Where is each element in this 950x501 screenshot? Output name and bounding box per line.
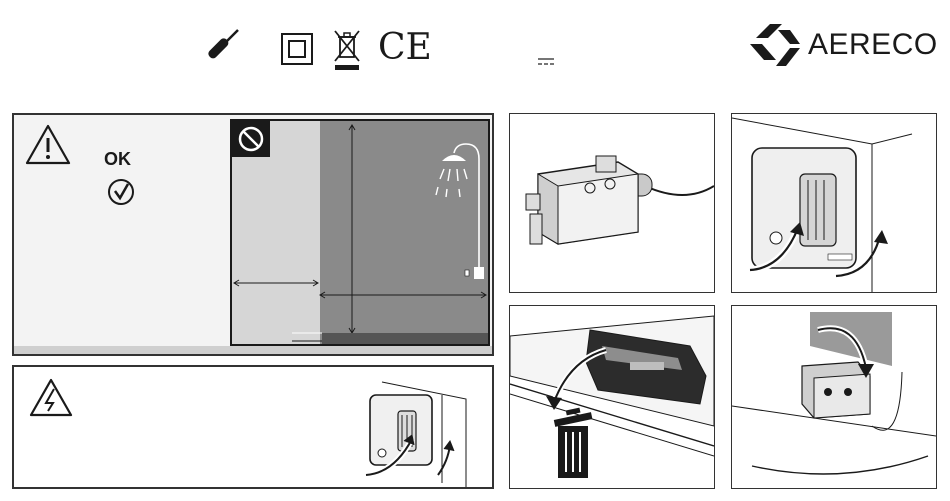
zone-diagram-panel: OK — [12, 113, 494, 356]
module-with-cable-illustration — [510, 114, 714, 292]
electrical-warning-panel — [12, 365, 494, 489]
class-ii-double-insulation-icon — [280, 32, 314, 66]
dc-current-icon — [538, 58, 554, 66]
step-remove-module-panel — [509, 305, 715, 489]
warning-triangle-icon — [24, 123, 72, 167]
screwdriver-icon — [200, 26, 242, 68]
weee-crossed-bin-icon — [332, 28, 362, 72]
brand-name: AERECO — [808, 28, 938, 62]
step-module-panel — [509, 113, 715, 293]
remove-module-illustration — [510, 306, 714, 488]
fan-unit-illustration — [354, 377, 484, 489]
aereco-logo-icon — [748, 22, 802, 68]
ce-mark-icon: CE — [378, 30, 432, 66]
step-insert-module-panel — [731, 305, 937, 489]
electrical-hazard-icon — [28, 377, 74, 419]
trash-bin-icon — [554, 408, 593, 478]
floor-strip — [14, 346, 492, 354]
bathroom-zone-area — [230, 119, 490, 346]
check-circle-icon — [106, 177, 136, 207]
dimension-lines — [232, 121, 488, 344]
step-open-cover-panel — [731, 113, 937, 293]
fan-unit-open-cover-illustration — [732, 114, 936, 292]
insert-module-illustration — [732, 306, 936, 488]
ok-label: OK — [104, 149, 131, 170]
